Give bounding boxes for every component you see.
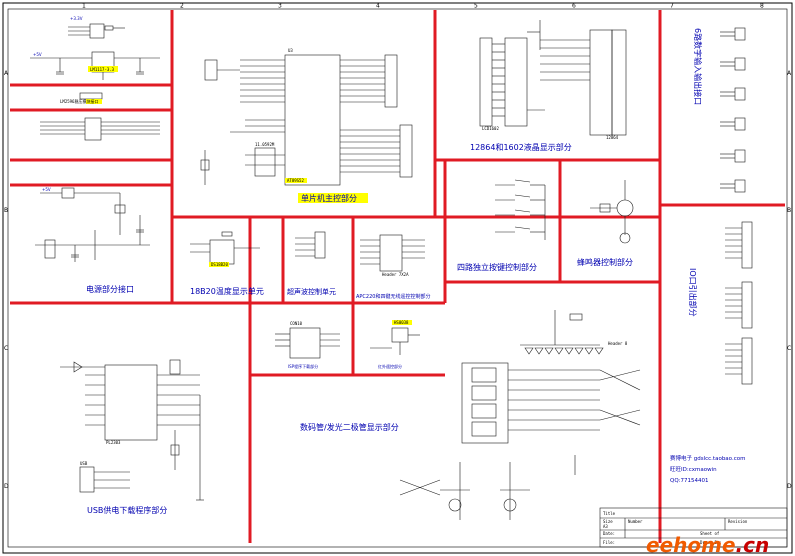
usb-chip-label: PL2303 xyxy=(106,440,121,445)
sheet-inner-border xyxy=(7,8,788,548)
grid-col-7: 7 xyxy=(670,3,674,10)
grid-col-4: 4 xyxy=(376,3,380,10)
section-title-ds18b20: 18B20温度显示单元 xyxy=(190,286,264,296)
shop-name: 赛博电子 gdslcc.taobao.com xyxy=(670,454,745,462)
section-title-segment: 数码管/发光二极管显示部分 xyxy=(300,422,399,432)
mcu-chip-label: AT89S52 xyxy=(287,178,304,183)
usb-block xyxy=(60,359,204,501)
regulator-chip-label: LM1117-3.3 xyxy=(90,67,115,72)
ultrasonic-block xyxy=(295,231,326,259)
isp-chip-label: CON10 xyxy=(290,321,303,326)
section-title-wireless: APC220和四键无线遥控控制部分 xyxy=(356,293,430,300)
section-title-io-out: IO口引出部分 xyxy=(688,268,698,317)
grid-col-8: 8 xyxy=(760,3,764,10)
section-title-keys: 四路独立按键控制部分 xyxy=(457,262,537,272)
section-title-infrared: 红外遥控部分 xyxy=(378,363,402,369)
regulator-highlight xyxy=(88,66,118,72)
title-block-drawn: Drawn By: xyxy=(700,540,722,545)
title-block-sheet: Sheet of xyxy=(700,531,720,536)
title-block-revision: Revision xyxy=(728,519,748,524)
isp-block xyxy=(275,327,340,359)
grid-row-b-left: B xyxy=(4,207,8,214)
grid-row-c-right: C xyxy=(787,345,791,352)
title-block-date: Date: xyxy=(603,531,615,536)
vcc-label-reg: +5V xyxy=(33,52,42,57)
section-title-usb: USB供电下载程序部分 xyxy=(87,505,167,515)
segment-block xyxy=(399,310,641,520)
title-block-size: Size xyxy=(603,519,613,524)
grid-row-d-left: D xyxy=(4,483,9,490)
io-breakout-headers xyxy=(725,221,753,385)
grid-row-a-right: A xyxy=(787,70,792,77)
ir-block xyxy=(370,327,420,355)
section-title-power: 电源部分接口 xyxy=(86,284,134,294)
lcd12864-connector xyxy=(611,29,627,136)
grid-row-labels: A B C D A B C D xyxy=(4,70,792,490)
top-left-headers xyxy=(40,117,160,141)
shop-qq: QQ:77154401 xyxy=(670,478,709,484)
grid-row-b-right: B xyxy=(787,207,791,214)
ds18b20-highlight xyxy=(209,262,229,267)
title-block-title: Title xyxy=(603,511,616,516)
section-title-isp: ISP程序下载部分 xyxy=(288,363,318,369)
mcu-refdes: U3 xyxy=(288,48,293,53)
power-module-label: LM2596稳压模块接口 xyxy=(60,98,98,104)
grid-col-2: 2 xyxy=(180,3,184,10)
v33-label: +3.3V xyxy=(70,16,83,21)
mcu-chip-highlight xyxy=(285,178,307,183)
watermark-logo: eehome.cn xyxy=(646,533,769,556)
title-block-number: Number xyxy=(628,519,643,524)
grid-col-1: 1 xyxy=(82,3,86,10)
keys-block xyxy=(495,179,546,240)
grid-col-labels: 1 2 3 4 5 6 7 8 xyxy=(82,3,764,10)
wireless-block xyxy=(360,234,425,272)
power-module-highlight xyxy=(86,99,102,104)
wireless-chip-label: Header 7X2A xyxy=(382,272,409,277)
power-jack-block xyxy=(35,187,150,262)
lcd-block xyxy=(479,20,627,136)
title-block xyxy=(599,507,788,548)
vcc-label-jack: +5V xyxy=(42,187,51,192)
led-header-label: Header 8 xyxy=(608,341,628,346)
crystal-label: 11.0592M xyxy=(255,142,275,147)
section-title-buzzer: 蜂鸣器控制部分 xyxy=(577,257,633,267)
ir-highlight xyxy=(392,320,412,325)
section-title-ultrasonic: 超声波控制单元 xyxy=(287,287,336,296)
grid-col-3: 3 xyxy=(278,3,282,10)
grid-row-a-left: A xyxy=(4,70,9,77)
ir-chip-label: HS0038 xyxy=(394,320,409,325)
shop-wangwang: 旺旺ID:cxmaowin xyxy=(670,466,717,473)
section-dividers xyxy=(10,10,785,543)
section-title-lcd: 12864和1602液晶显示部分 xyxy=(470,142,572,152)
title-block-file: File: xyxy=(603,540,615,545)
title-block-size-value: A3 xyxy=(603,524,608,529)
pl2303-body xyxy=(104,364,158,441)
mcu-title-highlight xyxy=(298,193,368,203)
lcd1602-connector xyxy=(479,37,493,127)
grid-col-5: 5 xyxy=(474,3,478,10)
section-title-digital-io: 6路数字输入输出接口 xyxy=(693,28,703,105)
lcd1602-label: LCD1602 xyxy=(482,126,499,131)
mcu-body xyxy=(284,54,341,186)
lcd12864-label: 12864 xyxy=(606,135,619,140)
digital-io-headers xyxy=(720,27,746,193)
usb-connector-label: USB xyxy=(80,461,88,466)
grid-row-c-left: C xyxy=(4,345,8,352)
buzzer-block xyxy=(590,180,634,244)
section-title-mcu: 单片机主控部分 xyxy=(301,193,357,203)
grid-col-6: 6 xyxy=(572,3,576,10)
grid-row-d-right: D xyxy=(787,483,792,490)
ds18b20-chip-label: DS18B20 xyxy=(211,262,228,267)
seven-segment-display xyxy=(461,362,509,444)
mcu-block xyxy=(200,54,413,186)
